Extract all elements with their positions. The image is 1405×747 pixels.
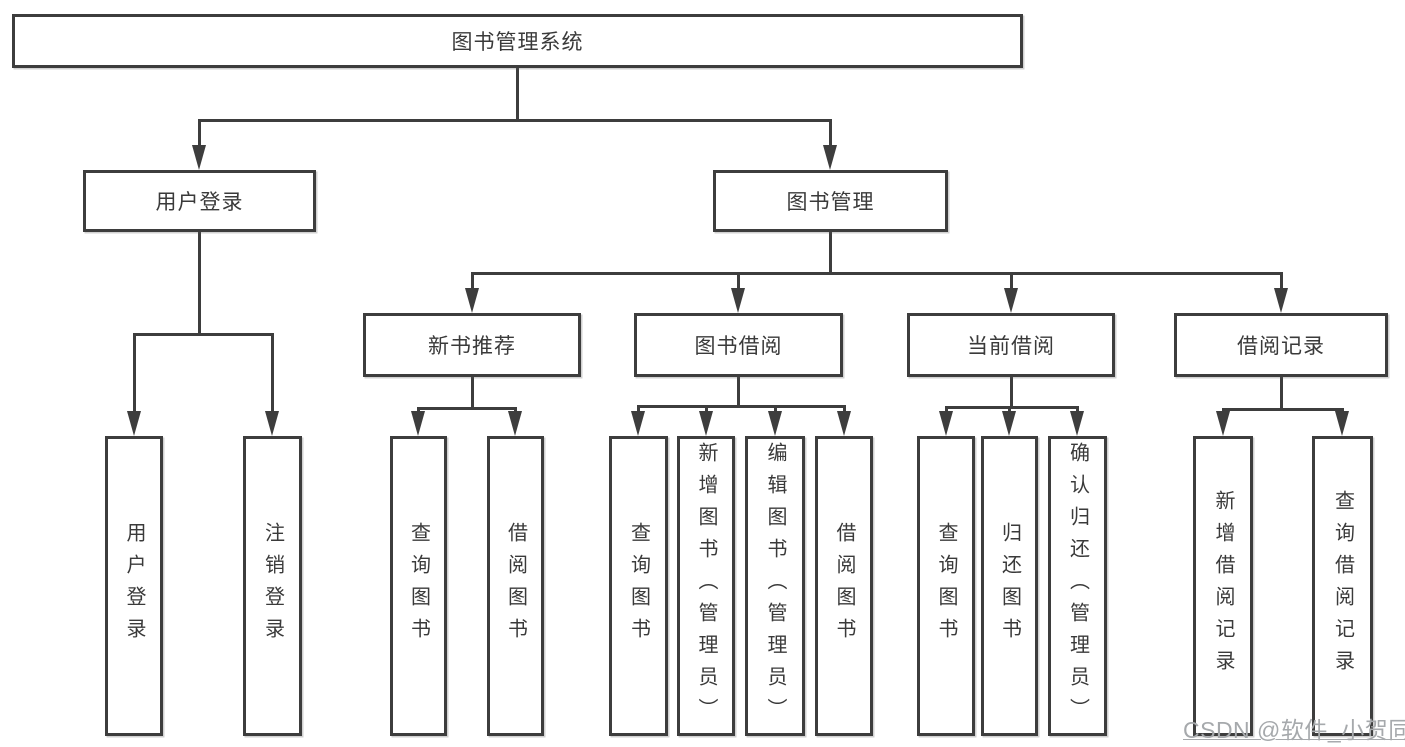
node-label-add-books: 新增图书（管理员） (695, 442, 717, 730)
node-confirm-return: 确认归还（管理员） (1048, 436, 1107, 736)
node-edit-books: 编辑图书（管理员） (745, 436, 805, 736)
connector-drop (737, 273, 740, 293)
arrowhead-icon (192, 145, 206, 170)
node-label-book-borrow: 图书借阅 (694, 335, 783, 358)
arrowhead-icon (1215, 411, 1230, 436)
node-label-return-books: 归还图书 (998, 522, 1021, 650)
connector-drop (829, 120, 832, 150)
node-label-current-borrow: 当前借阅 (967, 335, 1055, 358)
node-label-login: 用户登录 (155, 191, 244, 214)
connector-rail (417, 406, 517, 410)
arrowhead-icon (631, 411, 645, 436)
node-borrow-books-2: 借阅图书 (815, 436, 873, 736)
node-mgmt: 图书管理 (713, 170, 948, 232)
connector-stem (470, 377, 474, 408)
connector-rail (132, 332, 274, 336)
connector-rail (198, 118, 832, 122)
arrowhead-icon (411, 411, 425, 436)
arrowhead-icon (1070, 411, 1084, 436)
node-return-books: 归还图书 (981, 436, 1038, 736)
connector-rail (470, 271, 1283, 275)
arrowhead-icon (1003, 288, 1018, 313)
connector-rail (1221, 407, 1344, 411)
node-label-logout: 注销登录 (261, 522, 284, 650)
connector-stem (737, 377, 740, 406)
node-label-confirm-return: 确认归还（管理员） (1066, 442, 1089, 730)
connector-drop (271, 334, 274, 416)
node-user-login: 用户登录 (105, 436, 163, 736)
node-label-query-books-1: 查询图书 (407, 522, 430, 650)
node-query-borrow-record: 查询借阅记录 (1312, 436, 1373, 736)
node-label-borrow-books-2: 借阅图书 (833, 522, 855, 650)
node-current-borrow: 当前借阅 (907, 313, 1115, 377)
arrowhead-icon (126, 411, 141, 436)
csdn-watermark: CSDN @软件_小贺同学 (1183, 717, 1405, 743)
connector-stem (198, 232, 201, 334)
node-label-query-borrow-record: 查询借阅记录 (1331, 490, 1354, 682)
node-logout: 注销登录 (243, 436, 302, 736)
node-label-new-books: 新书推荐 (428, 335, 516, 358)
connector-rail (637, 404, 846, 408)
node-new-books: 新书推荐 (363, 313, 581, 377)
node-label-edit-books: 编辑图书（管理员） (764, 442, 786, 730)
node-query-books-1: 查询图书 (390, 436, 447, 736)
arrowhead-icon (1002, 411, 1016, 436)
connector-stem (516, 68, 519, 120)
arrowhead-icon (508, 411, 522, 436)
arrowhead-icon (823, 145, 837, 170)
node-borrow-records: 借阅记录 (1174, 313, 1388, 377)
connector-stem (1009, 377, 1013, 407)
node-label-borrow-records: 借阅记录 (1237, 335, 1325, 358)
arrowhead-icon (836, 411, 851, 436)
node-label-add-borrow-record: 新增借阅记录 (1212, 490, 1234, 682)
node-book-borrow: 图书借阅 (634, 313, 843, 377)
connector-drop (1279, 273, 1283, 293)
node-label-user-login: 用户登录 (123, 522, 145, 650)
node-label-query-books-3: 查询图书 (935, 522, 957, 650)
connector-drop (198, 120, 201, 150)
connector-rail (944, 405, 1079, 409)
node-label-root: 图书管理系统 (451, 31, 584, 54)
arrowhead-icon (1273, 288, 1288, 313)
arrowhead-icon (731, 288, 745, 313)
arrowhead-icon (938, 411, 953, 436)
node-borrow-books-1: 借阅图书 (487, 436, 544, 736)
connector-drop (470, 273, 474, 293)
node-add-borrow-record: 新增借阅记录 (1193, 436, 1253, 736)
node-root: 图书管理系统 (12, 14, 1023, 68)
node-label-borrow-books-1: 借阅图书 (504, 522, 527, 650)
arrowhead-icon (767, 411, 782, 436)
connector-stem (829, 232, 832, 273)
node-login: 用户登录 (83, 170, 316, 232)
arrowhead-icon (1335, 411, 1349, 436)
arrowhead-icon (698, 411, 713, 436)
arrowhead-icon (265, 411, 279, 436)
connector-stem (1279, 377, 1283, 409)
node-label-mgmt: 图书管理 (786, 191, 875, 214)
node-label-query-books-2: 查询图书 (627, 522, 650, 650)
connector-drop (1009, 273, 1013, 293)
connector-drop (132, 334, 136, 416)
node-query-books-2: 查询图书 (609, 436, 668, 736)
arrowhead-icon (464, 288, 479, 313)
node-query-books-3: 查询图书 (917, 436, 975, 736)
node-add-books: 新增图书（管理员） (677, 436, 735, 736)
